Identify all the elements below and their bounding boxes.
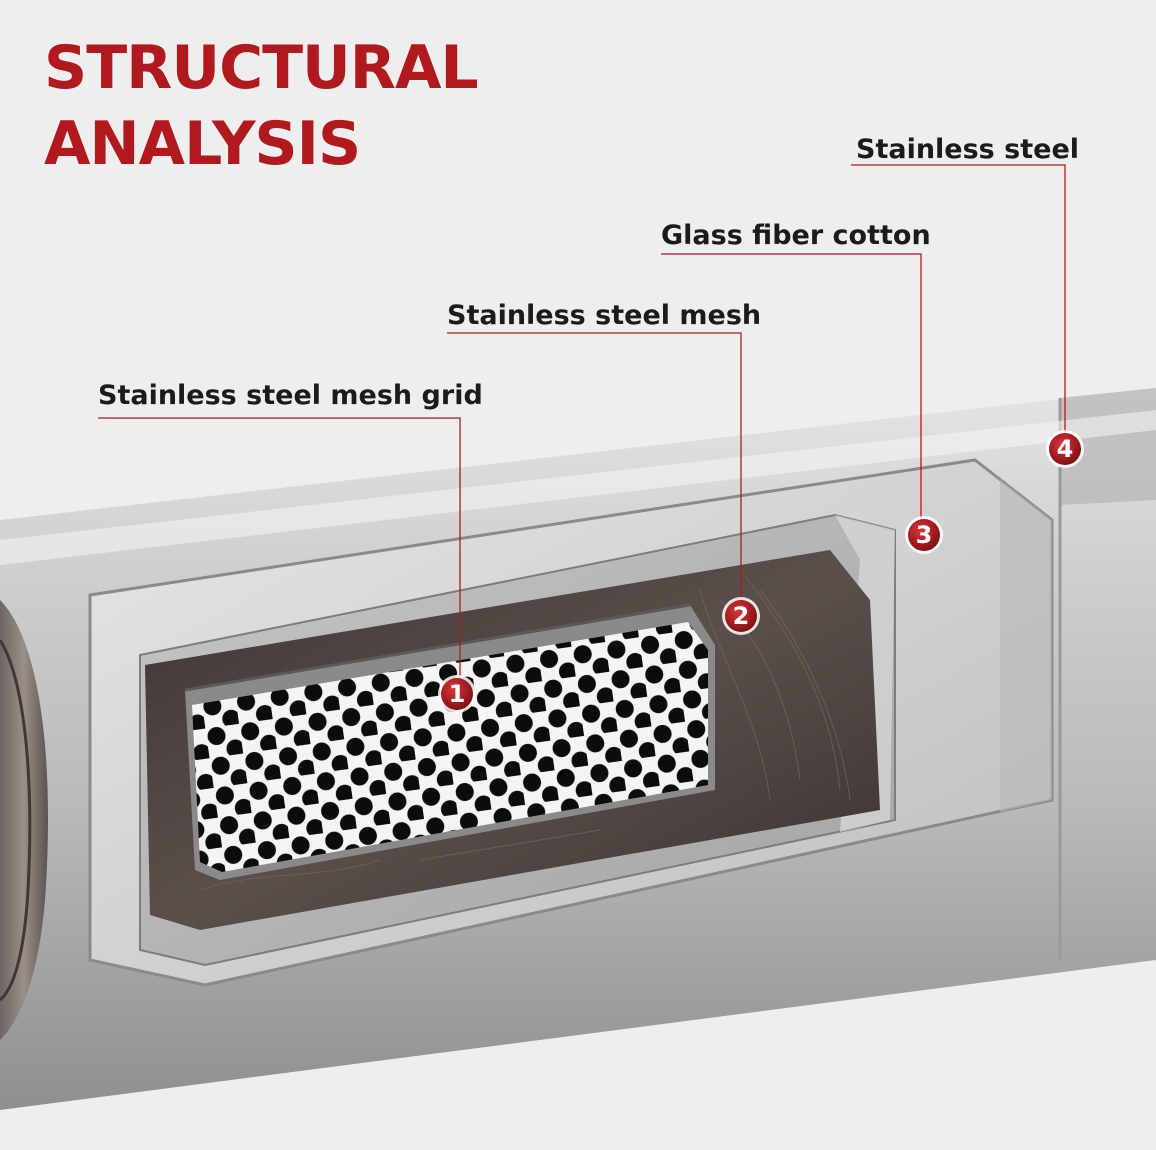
marker-2: 2 <box>722 597 760 635</box>
marker-number: 3 <box>916 521 933 549</box>
callout-label-steel-mesh: Stainless steel mesh <box>447 300 761 332</box>
callout-label-stainless-steel: Stainless steel <box>856 134 1079 166</box>
marker-number: 4 <box>1057 435 1074 463</box>
marker-number: 2 <box>733 602 750 630</box>
marker-4: 4 <box>1046 430 1084 468</box>
page-title: STRUCTURAL ANALYSIS <box>44 30 478 182</box>
marker-1: 1 <box>438 675 476 713</box>
callout-label-glass-fiber: Glass fiber cotton <box>661 220 931 252</box>
marker-number: 1 <box>449 680 466 708</box>
callout-label-mesh-grid: Stainless steel mesh grid <box>98 380 483 412</box>
title-line-1: STRUCTURAL <box>44 30 478 106</box>
marker-3: 3 <box>905 516 943 554</box>
title-line-2: ANALYSIS <box>44 106 478 182</box>
